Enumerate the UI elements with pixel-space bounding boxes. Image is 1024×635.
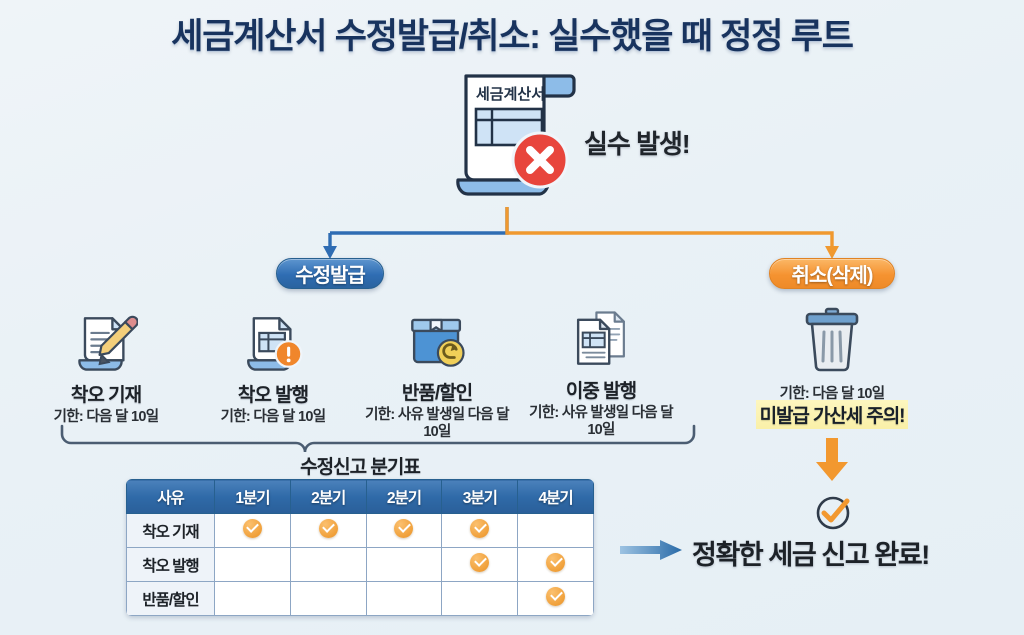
table-row-reason: 착오 발행 xyxy=(126,547,215,582)
table-cell-empty xyxy=(517,513,594,548)
curly-brace-icon xyxy=(58,424,698,458)
check-circle-icon xyxy=(814,494,852,532)
cancel-warning-highlight: 미발급 가산세 주의! xyxy=(755,400,909,429)
table-col-header: 1분기 xyxy=(214,479,291,514)
branch-pill-fix[interactable]: 수정발급 xyxy=(276,258,384,289)
table-row: 반품/할인 xyxy=(126,581,594,616)
table-cell-empty xyxy=(365,581,443,616)
table-col-header: 2분기 xyxy=(289,479,367,514)
fix-item-name: 반품/할인 xyxy=(401,383,473,404)
orange-check-icon xyxy=(546,552,566,572)
table-cell-checked xyxy=(517,547,594,582)
orange-check-icon xyxy=(470,518,490,538)
table-cell-empty xyxy=(214,547,291,582)
table-col-header: 4분기 xyxy=(517,479,594,514)
doc-label: 세금계산서 xyxy=(476,86,545,103)
table-cell-checked xyxy=(365,513,443,548)
table-col-header: 3분기 xyxy=(441,479,519,514)
table-cell-checked xyxy=(289,513,367,548)
table-cell-empty xyxy=(441,581,519,616)
orange-check-icon xyxy=(318,518,338,538)
page-title: 세금계산서 수정발급/취소: 실수했을 때 정정 루트 xyxy=(171,17,854,56)
fix-item-deadline: 기한: 다음 달 10일 xyxy=(53,409,159,425)
table-cell-empty xyxy=(289,581,367,616)
blue-right-arrow-icon xyxy=(620,538,684,562)
branch-connector xyxy=(300,205,870,267)
duplicate-documents-icon xyxy=(521,304,681,370)
fix-item-3: 이중 발행 기한: 사유 발생일 다음 달 10일 xyxy=(521,304,681,439)
fix-item-name: 착오 발행 xyxy=(237,385,309,406)
fix-item-1: 착오 발행 기한: 다음 달 10일 xyxy=(193,308,353,426)
table-row-reason: 반품/할인 xyxy=(126,581,215,616)
fix-item-deadline: 기한: 다음 달 10일 xyxy=(220,409,326,425)
table-row: 착오 기재 xyxy=(126,513,594,548)
table-title: 수정신고 분기표 xyxy=(300,457,421,478)
table-row-reason: 착오 기재 xyxy=(126,513,215,548)
conclusion-text: 정확한 세금 신고 완료! xyxy=(692,540,930,570)
document-pencil-icon xyxy=(26,308,186,374)
cancel-deadline: 기한: 다음 달 10일 xyxy=(779,386,885,402)
fix-item-name: 이중 발행 xyxy=(565,381,637,402)
table-col-header: 2분기 xyxy=(365,479,443,514)
fix-item-2: 반품/할인 기한: 사유 발생일 다음 달 10일 xyxy=(357,306,517,441)
red-x-circle-icon xyxy=(511,131,569,189)
mistake-label: 실수 발생! xyxy=(584,129,691,159)
table-cell-empty xyxy=(365,547,443,582)
fix-item-deadline: 기한: 사유 발생일 다음 달 10일 xyxy=(529,405,674,439)
orange-down-arrow-icon xyxy=(812,438,852,482)
trash-bin-icon xyxy=(800,306,864,372)
table-col-header: 사유 xyxy=(126,479,215,514)
orange-check-icon xyxy=(470,552,490,572)
orange-check-icon xyxy=(242,518,262,538)
document-warning-icon xyxy=(193,308,353,374)
fix-item-name: 착오 기재 xyxy=(70,385,142,406)
return-arrow-badge-icon xyxy=(436,338,465,367)
table-cell-checked xyxy=(214,513,291,548)
fix-item-deadline: 기한: 사유 발생일 다음 달 10일 xyxy=(365,407,510,441)
orange-check-icon xyxy=(546,586,566,606)
table-cell-checked xyxy=(441,547,519,582)
table-row: 착오 발행 xyxy=(126,547,594,582)
orange-check-icon xyxy=(394,518,414,538)
table-cell-empty xyxy=(289,547,367,582)
table-cell-empty xyxy=(214,581,291,616)
table-header-row: 사유 1분기 2분기 2분기 3분기 4분기 xyxy=(126,479,594,514)
warning-badge-icon xyxy=(274,340,303,368)
box-return-icon xyxy=(357,306,517,372)
invoice-document-icon: 세금계산서 xyxy=(444,62,594,202)
table-cell-checked xyxy=(517,581,594,616)
cancel-warning-wrap: 미발급 가산세 주의! xyxy=(730,400,934,429)
fix-item-0: 착오 기재 기한: 다음 달 10일 xyxy=(26,308,186,426)
table-cell-checked xyxy=(441,513,519,548)
branch-pill-cancel[interactable]: 취소(삭제) xyxy=(769,258,895,289)
